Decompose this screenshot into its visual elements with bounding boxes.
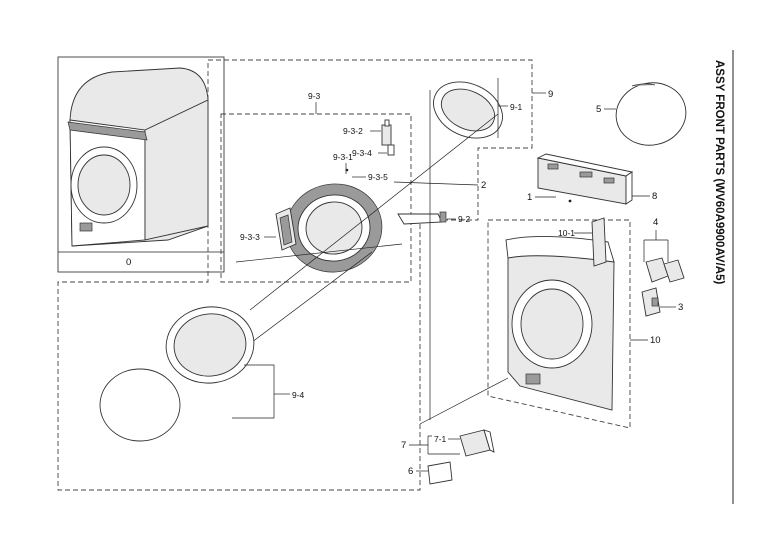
- callout-9-1: 9-1: [510, 102, 523, 112]
- filter-cover-assembly-icon: [459, 429, 495, 457]
- callout-10-1: 10-1: [558, 228, 575, 238]
- callout-7-1: 7-1: [434, 434, 447, 444]
- explode-axis: [249, 113, 499, 311]
- explode-axis: [419, 377, 509, 425]
- callout-7: 7: [401, 440, 406, 451]
- screw-icon: [568, 199, 572, 203]
- washer-assembly-icon: [67, 67, 209, 247]
- leader-7: [409, 435, 460, 455]
- callout-8: 8: [652, 191, 657, 202]
- door-glass-icon: [615, 82, 687, 146]
- callout-9-3: 9-3: [308, 91, 321, 101]
- page-title: ASSY FRONT PARTS (WV60A9900AV/A5): [713, 60, 725, 284]
- hinge-icon: [381, 119, 395, 156]
- bracket-icon: [645, 257, 685, 283]
- door-glass-lens-icon: [99, 368, 181, 442]
- door-handle-icon: [275, 207, 297, 251]
- door-trim-box: [220, 113, 412, 283]
- explode-axis: [235, 243, 403, 263]
- door-inner-glass-icon: [165, 306, 255, 384]
- callout-4: 4: [653, 217, 658, 228]
- callout-0: 0: [126, 257, 131, 268]
- callout-5: 5: [596, 104, 601, 115]
- callout-9-3-2: 9-3-2: [343, 126, 363, 136]
- callout-9: 9: [548, 89, 553, 100]
- front-frame-box: [487, 219, 631, 429]
- leader-4: [643, 230, 669, 262]
- door-frame-icon: [285, 183, 383, 273]
- cover-icon: [427, 461, 453, 485]
- callout-10: 10: [650, 335, 661, 346]
- leader-2: [393, 181, 479, 186]
- leader-9-4: [232, 364, 275, 419]
- callout-9-3-1: 9-3-1: [333, 152, 353, 162]
- callout-9-3-4: 9-3-4: [352, 148, 372, 158]
- explode-axis: [231, 251, 373, 358]
- front-frame-icon: [505, 235, 615, 411]
- callout-9-2: 9-2: [458, 214, 471, 224]
- callout-3: 3: [678, 302, 683, 313]
- hinge-pin-icon: [397, 211, 447, 225]
- callout-9-4: 9-4: [292, 390, 305, 400]
- door-outer-ring-icon: [433, 81, 503, 139]
- callout-9-3-5: 9-3-5: [368, 172, 388, 182]
- callout-9-3-3: 9-3-3: [240, 232, 260, 242]
- callout-6: 6: [408, 466, 413, 477]
- door-assembly-box: [57, 59, 533, 491]
- callout-1: 1: [527, 192, 532, 203]
- screw-icon: [345, 168, 349, 172]
- frame-bracket-icon: [591, 217, 607, 267]
- bracket-icon: [641, 287, 661, 317]
- callout-2: 2: [481, 180, 486, 191]
- control-panel-icon: [536, 153, 634, 205]
- assembly-box: [57, 56, 225, 273]
